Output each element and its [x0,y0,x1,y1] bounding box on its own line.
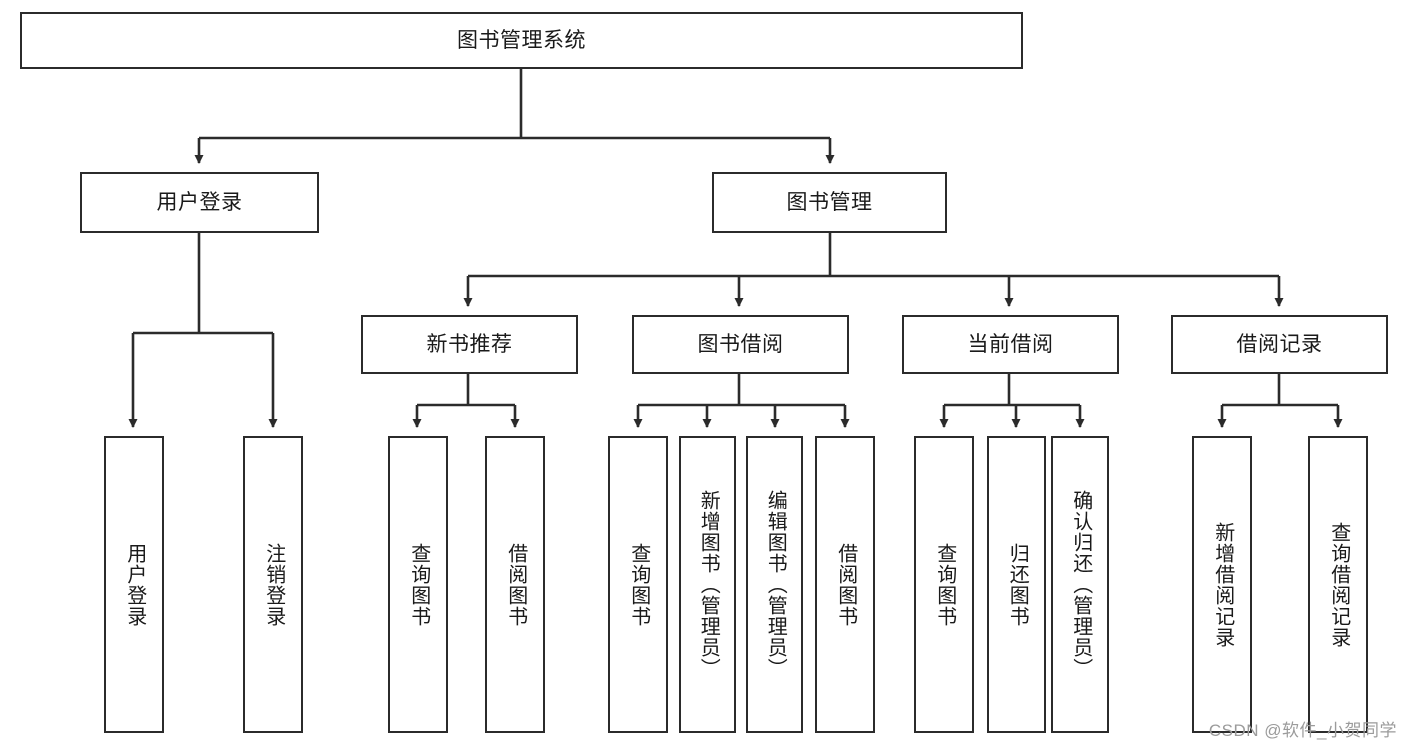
leaf-user-login-label: 用户登录 [123,542,146,627]
node-book-borrow-label: 图书借阅 [697,332,784,356]
leaf-borrow-book[interactable]: 借阅图书 [815,436,875,733]
node-user-login-label: 用户登录 [156,190,243,214]
leaf-edit-book-admin[interactable]: 编辑图书（管理员） [746,436,803,733]
leaf-borrow-book-newbook-label: 借阅图书 [504,542,527,627]
node-user-login[interactable]: 用户登录 [80,172,319,233]
leaf-query-borrow-record[interactable]: 查询借阅记录 [1308,436,1368,733]
leaf-borrow-book-newbook[interactable]: 借阅图书 [485,436,545,733]
leaf-query-book-borrow[interactable]: 查询图书 [608,436,668,733]
leaf-query-book-newbook[interactable]: 查询图书 [388,436,448,733]
leaf-logout-label: 注销登录 [262,542,285,627]
node-current-borrow[interactable]: 当前借阅 [902,315,1119,374]
leaf-confirm-return-admin[interactable]: 确认归还（管理员） [1051,436,1109,733]
leaf-edit-book-admin-label: 编辑图书（管理员） [764,490,787,679]
leaf-query-book-borrow-label: 查询图书 [627,542,650,627]
node-current-borrow-label: 当前借阅 [967,332,1054,356]
node-book-borrow[interactable]: 图书借阅 [632,315,849,374]
leaf-query-book-current[interactable]: 查询图书 [914,436,974,733]
node-root-label: 图书管理系统 [457,28,586,52]
leaf-return-book-label: 归还图书 [1006,542,1029,627]
leaf-borrow-book-label: 借阅图书 [834,542,857,627]
leaf-query-borrow-record-label: 查询借阅记录 [1327,521,1350,648]
node-book-management[interactable]: 图书管理 [712,172,947,233]
node-borrow-record[interactable]: 借阅记录 [1171,315,1388,374]
node-book-management-label: 图书管理 [786,190,873,214]
node-new-book-recommend-label: 新书推荐 [426,332,513,356]
node-borrow-record-label: 借阅记录 [1236,332,1323,356]
leaf-return-book[interactable]: 归还图书 [987,436,1046,733]
node-root[interactable]: 图书管理系统 [20,12,1023,69]
leaf-confirm-return-admin-label: 确认归还（管理员） [1069,490,1092,679]
leaf-add-borrow-record[interactable]: 新增借阅记录 [1192,436,1252,733]
leaf-logout[interactable]: 注销登录 [243,436,303,733]
leaf-add-book-admin-label: 新增图书（管理员） [697,490,720,679]
leaf-query-book-newbook-label: 查询图书 [407,542,430,627]
leaf-add-borrow-record-label: 新增借阅记录 [1211,521,1234,648]
csdn-watermark: CSDN @软件_小贺同学 [1208,721,1397,740]
leaf-add-book-admin[interactable]: 新增图书（管理员） [679,436,736,733]
leaf-query-book-current-label: 查询图书 [933,542,956,627]
node-new-book-recommend[interactable]: 新书推荐 [361,315,578,374]
leaf-user-login[interactable]: 用户登录 [104,436,164,733]
